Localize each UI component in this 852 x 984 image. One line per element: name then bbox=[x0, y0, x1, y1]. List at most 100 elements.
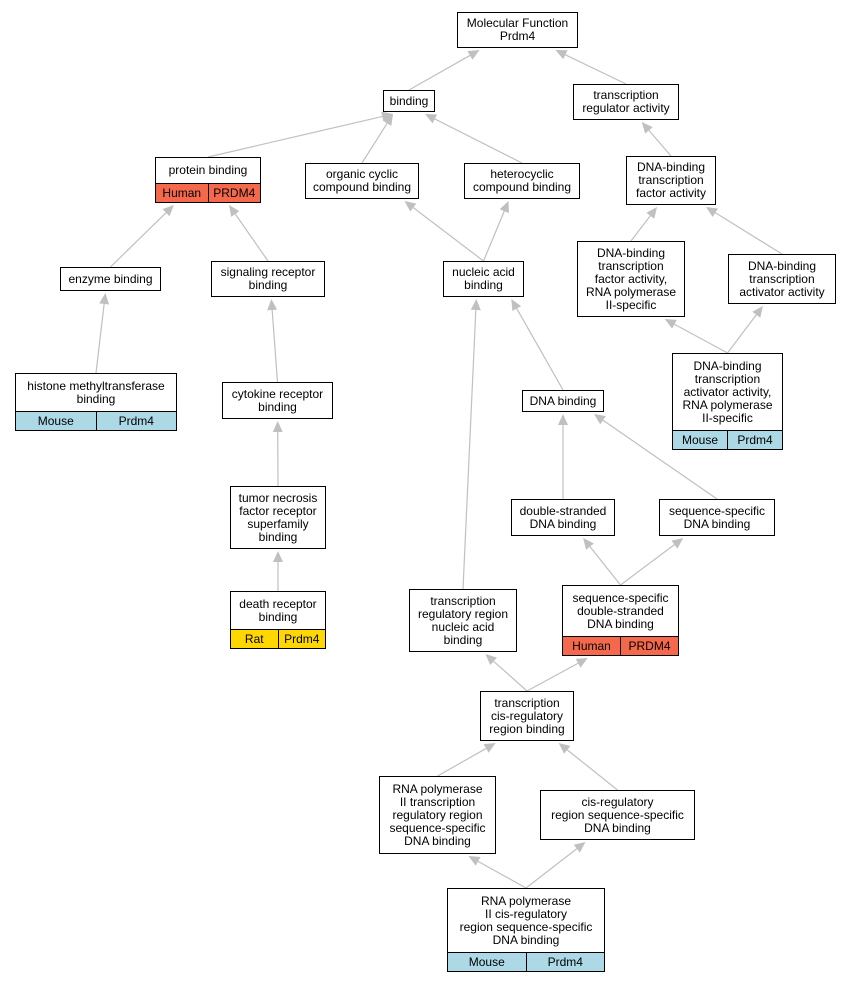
edge-arrowhead bbox=[272, 421, 283, 433]
species-cell: Mouse bbox=[673, 431, 727, 449]
edge-arrowhead bbox=[470, 299, 481, 311]
edge-arrowhead bbox=[467, 50, 480, 60]
gene-cell: Prdm4 bbox=[95, 412, 176, 430]
node-molecular-function: Molecular Function Prdm4 bbox=[457, 12, 578, 48]
node-label: histone methyltransferase binding bbox=[27, 378, 165, 406]
edge-arrowhead bbox=[162, 205, 174, 217]
edge-arrowhead bbox=[468, 856, 481, 866]
edge-arrowhead bbox=[573, 842, 586, 853]
node-death-receptor-binding: death receptor binding Rat Prdm4 bbox=[230, 591, 326, 649]
edge-arrowhead bbox=[706, 207, 718, 218]
node-cis-regulatory-region-ssdna-binding: cis-regulatory region sequence-specific … bbox=[540, 790, 695, 840]
edge bbox=[361, 122, 388, 164]
edge-arrowhead bbox=[499, 201, 509, 214]
node-tnf-receptor-superfamily-binding: tumor necrosis factor receptor superfami… bbox=[230, 486, 326, 549]
edge bbox=[525, 848, 578, 889]
gene-cell: PRDM4 bbox=[207, 184, 260, 202]
edge bbox=[648, 129, 672, 157]
node-label: sequence-specific DNA binding bbox=[668, 503, 766, 531]
edge bbox=[207, 115, 383, 158]
edge-arrowhead bbox=[483, 743, 496, 753]
edge bbox=[630, 215, 651, 242]
edge-arrowhead bbox=[752, 306, 763, 318]
node-label: transcription regulatory region nucleic … bbox=[417, 593, 509, 647]
edge bbox=[434, 118, 523, 164]
species-cell: Rat bbox=[231, 630, 278, 648]
node-label: death receptor binding bbox=[239, 596, 317, 624]
edge-arrowhead bbox=[99, 293, 110, 305]
edge bbox=[727, 314, 757, 354]
edge bbox=[234, 213, 269, 262]
annotation-row: Human PRDM4 bbox=[563, 636, 678, 655]
node-dna-binding-tf-rnap2: DNA-binding transcription factor activit… bbox=[577, 241, 685, 317]
edge-arrowhead bbox=[641, 122, 653, 134]
edge bbox=[477, 860, 527, 889]
node-cytokine-receptor-binding: cytokine receptor binding bbox=[222, 382, 333, 419]
node-label: heterocyclic compound binding bbox=[472, 167, 572, 194]
edge-arrowhead bbox=[664, 319, 677, 329]
node-dna-binding: DNA binding bbox=[522, 390, 604, 412]
edge-arrowhead bbox=[558, 414, 568, 425]
species-cell: Human bbox=[156, 184, 208, 202]
species-cell: Mouse bbox=[16, 412, 96, 430]
node-label: double-stranded DNA binding bbox=[519, 503, 607, 531]
annotation-row: Mouse Prdm4 bbox=[673, 430, 782, 449]
annotation-row: Mouse Prdm4 bbox=[448, 952, 604, 971]
node-label: signaling receptor binding bbox=[220, 265, 316, 292]
gene-cell: Prdm4 bbox=[727, 431, 782, 449]
node-heterocyclic-compound-binding: heterocyclic compound binding bbox=[464, 163, 580, 199]
edge bbox=[674, 323, 728, 354]
node-label: binding bbox=[389, 93, 429, 108]
node-transcription-cis-regulatory-region-binding: transcription cis-regulatory region bind… bbox=[480, 691, 574, 741]
edge bbox=[110, 212, 167, 268]
edge bbox=[437, 747, 487, 777]
node-organic-cyclic-compound-binding: organic cyclic compound binding bbox=[305, 163, 419, 199]
gene-cell: Prdm4 bbox=[277, 630, 325, 648]
edge-arrowhead bbox=[555, 50, 568, 60]
node-label: DNA-binding transcription activator acti… bbox=[682, 358, 773, 425]
edge bbox=[565, 54, 627, 85]
edge bbox=[462, 309, 477, 590]
annotation-row: Mouse Prdm4 bbox=[16, 411, 176, 430]
edge bbox=[408, 54, 471, 91]
node-label: cis-regulatory region sequence-specific … bbox=[551, 794, 684, 835]
annotation-row: Rat Prdm4 bbox=[231, 629, 325, 648]
gene-cell: PRDM4 bbox=[620, 637, 678, 655]
node-binding: binding bbox=[383, 90, 435, 112]
species-cell: Human bbox=[563, 637, 620, 655]
edge bbox=[620, 544, 675, 586]
node-label: cytokine receptor binding bbox=[231, 386, 324, 414]
edge bbox=[271, 309, 279, 383]
node-sequence-specific-dna-binding: sequence-specific DNA binding bbox=[659, 499, 775, 536]
edge-arrowhead bbox=[425, 114, 438, 124]
node-transcription-regulatory-region-nucleic-acid-binding: transcription regulatory region nucleic … bbox=[409, 589, 517, 652]
gene-cell: Prdm4 bbox=[525, 953, 604, 971]
node-label: DNA-binding transcription factor activit… bbox=[585, 245, 677, 312]
node-enzyme-binding: enzyme binding bbox=[60, 267, 161, 291]
edge-arrowhead bbox=[485, 654, 497, 666]
edge bbox=[412, 207, 484, 262]
node-protein-binding: protein binding Human PRDM4 bbox=[155, 157, 261, 203]
edge bbox=[482, 210, 505, 262]
node-signaling-receptor-binding: signaling receptor binding bbox=[211, 261, 325, 297]
node-label: RNA polymerase II cis-regulatory region … bbox=[459, 893, 593, 947]
node-label: RNA polymerase II transcription regulato… bbox=[389, 781, 486, 848]
node-label: enzyme binding bbox=[68, 271, 153, 286]
node-rnap2-cis-regulatory-region-ssdna-binding: RNA polymerase II cis-regulatory region … bbox=[447, 888, 605, 972]
node-double-stranded-dna-binding: double-stranded DNA binding bbox=[511, 499, 615, 536]
node-histone-methyltransferase-binding: histone methyltransferase binding Mouse … bbox=[15, 373, 177, 431]
node-label: nucleic acid binding bbox=[452, 265, 515, 292]
edge-arrowhead bbox=[267, 299, 278, 311]
edge-arrowhead bbox=[583, 538, 594, 550]
edge-arrowhead bbox=[594, 414, 606, 425]
node-label: DNA-binding transcription activator acti… bbox=[739, 258, 825, 299]
edge bbox=[602, 419, 718, 500]
edge bbox=[516, 308, 564, 391]
edge bbox=[589, 546, 621, 586]
species-cell: Mouse bbox=[448, 953, 526, 971]
edge-arrowhead bbox=[273, 551, 283, 562]
edge-arrowhead bbox=[511, 299, 522, 312]
node-label: transcription cis-regulatory region bind… bbox=[489, 695, 565, 736]
edge bbox=[493, 660, 528, 692]
